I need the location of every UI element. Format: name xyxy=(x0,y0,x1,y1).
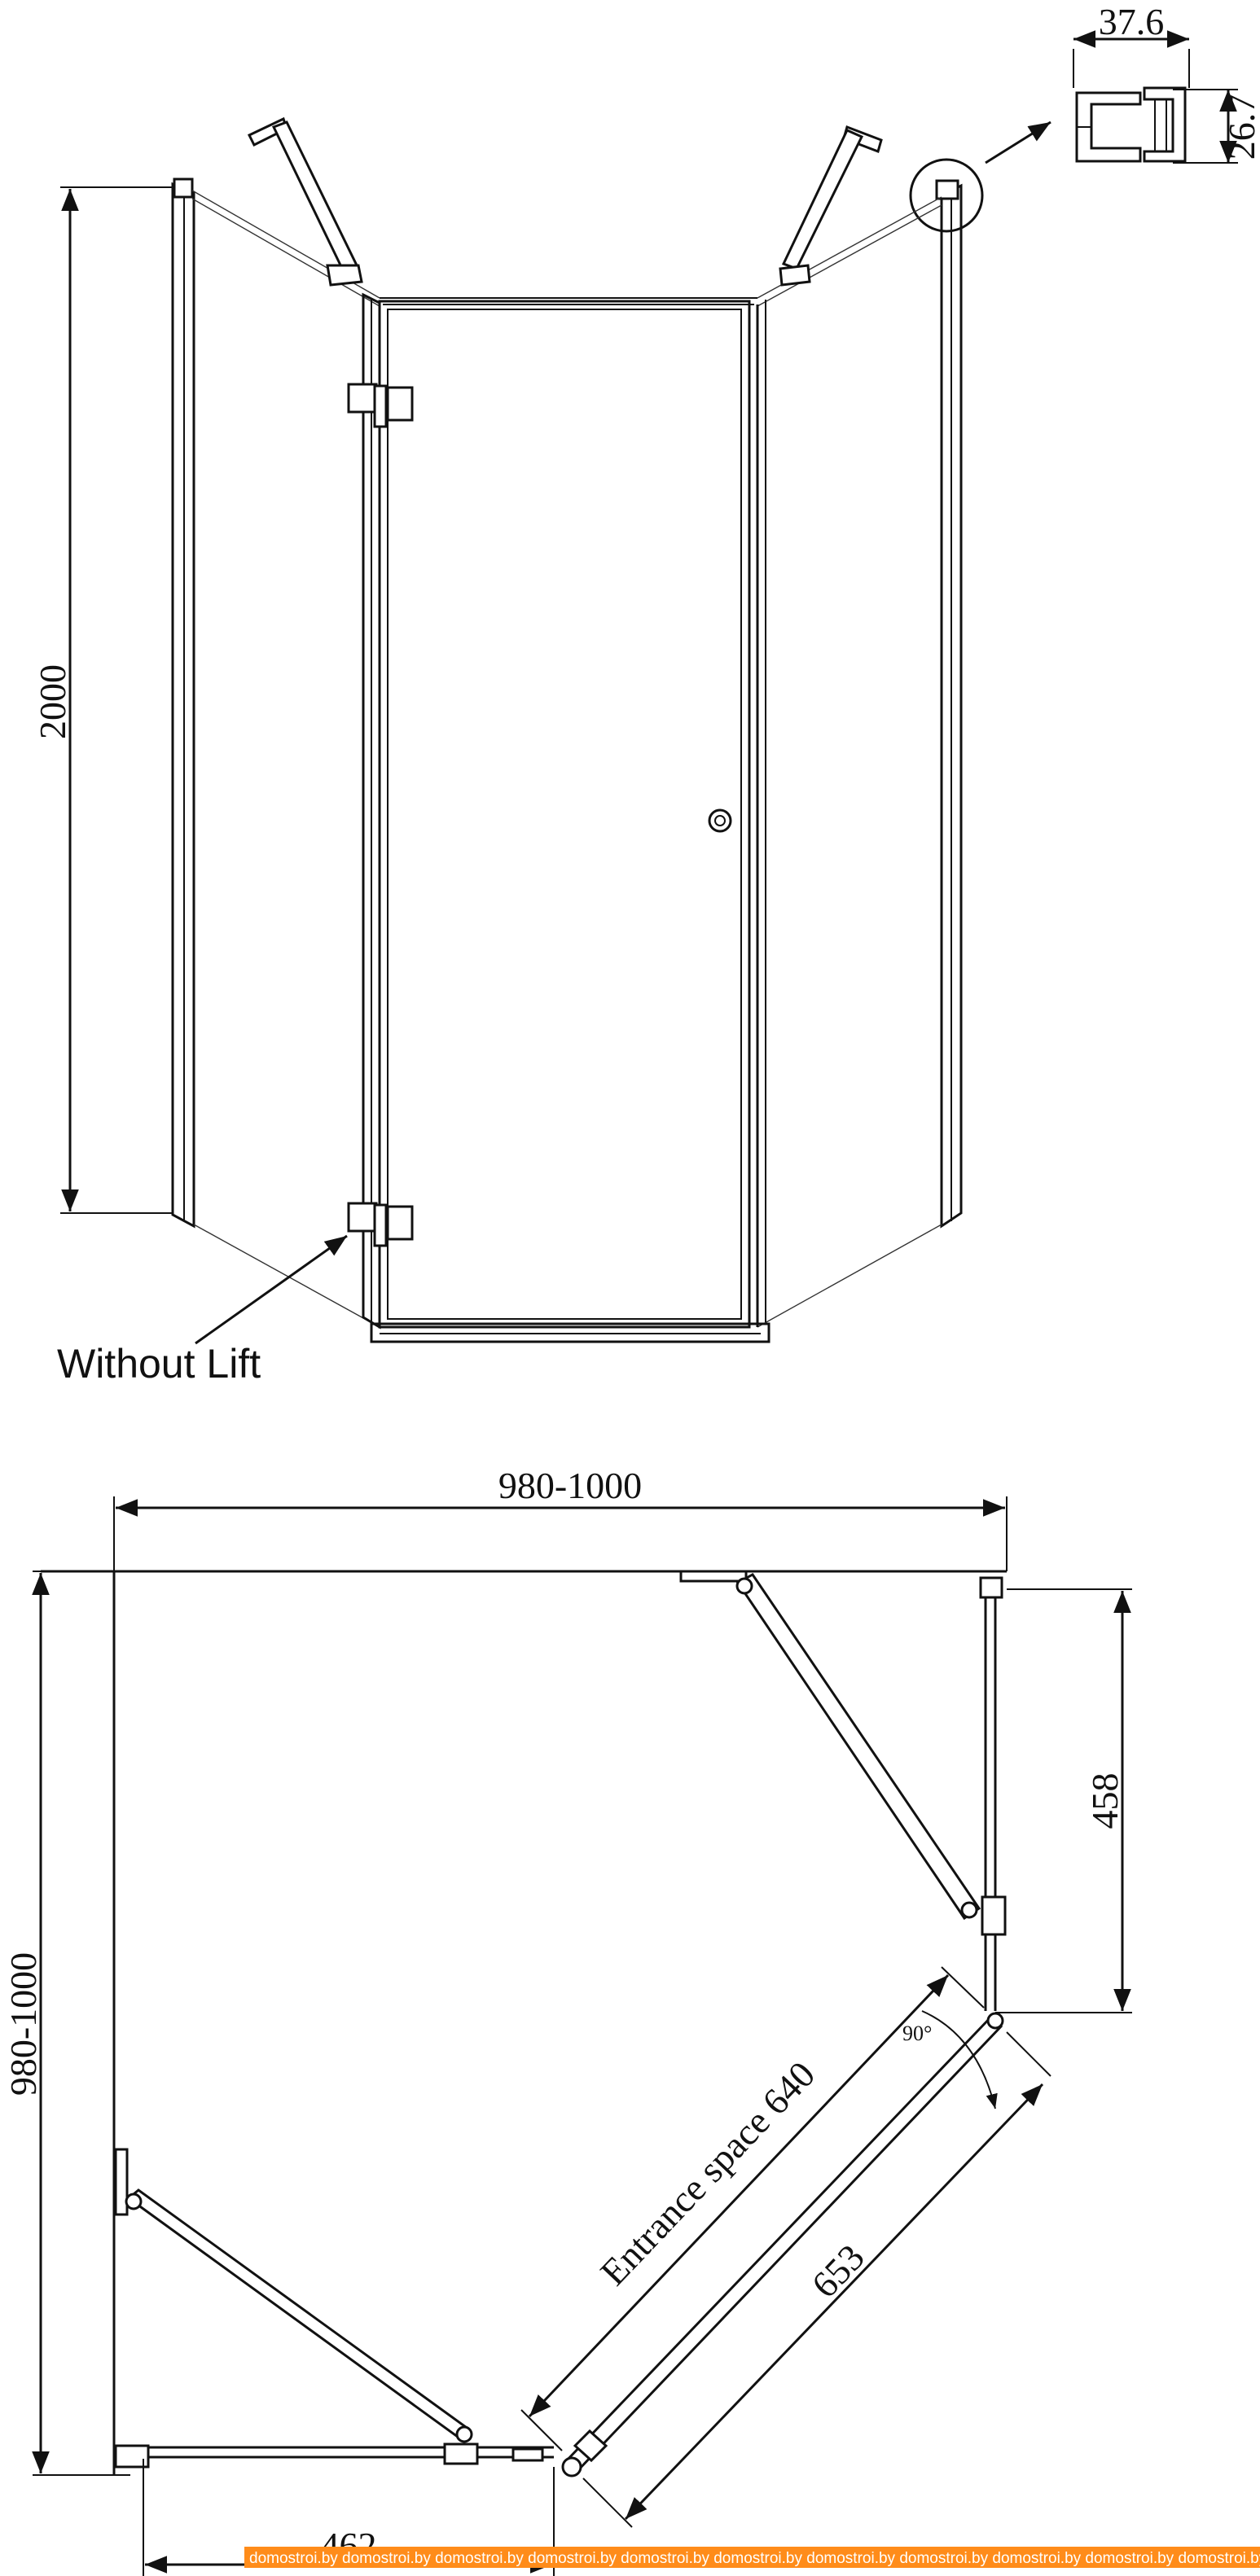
profile-detail: 37.6 26.7 xyxy=(985,1,1260,164)
right-support-arm xyxy=(779,125,883,287)
plan-side-label: 458 xyxy=(1084,1773,1126,1829)
without-lift-label: Without Lift xyxy=(57,1341,261,1387)
elevation-height-dimension: 2000 xyxy=(32,186,173,1214)
watermark-text: domostroi.by domostroi.by domostroi.by d… xyxy=(249,2550,1260,2567)
watermark-background xyxy=(244,2547,1260,2568)
elevation-view: 2000 xyxy=(32,116,984,1387)
profile-section xyxy=(1075,86,1187,163)
door-width-dimension: 653 xyxy=(582,2031,1051,2528)
plan-left-wall-bracket xyxy=(114,2148,473,2443)
plan-depth-dimension: 980-1000 xyxy=(2,1571,163,2476)
plan-view: 980-1000 980-1000 458 xyxy=(2,1465,1132,2576)
profile-width-label: 37.6 xyxy=(1099,1,1165,42)
top-hinge-icon xyxy=(347,383,414,428)
plan-right-panel xyxy=(979,1576,1007,2011)
left-fixed-panel xyxy=(171,177,195,1229)
watermark-strip: domostroi.by domostroi.by domostroi.by d… xyxy=(244,2547,1260,2568)
profile-height-label: 26.7 xyxy=(1221,94,1260,160)
right-fixed-panel xyxy=(935,179,963,1229)
left-narrow-panel xyxy=(362,292,381,1330)
door-knob-icon xyxy=(708,808,732,833)
plan-depth-label: 980-1000 xyxy=(2,1952,44,2096)
entrance-label: Entrance space 640 xyxy=(592,2053,823,2293)
angle-label: 90° xyxy=(902,2022,932,2045)
plan-side-dimension: 458 xyxy=(995,1588,1132,2013)
plan-width-dimension: 980-1000 xyxy=(113,1465,1008,1669)
door-panel xyxy=(370,300,770,1343)
plan-width-label: 980-1000 xyxy=(498,1465,642,1506)
plan-top-support-bar xyxy=(679,1570,981,1921)
profile-detail-callout-circle xyxy=(909,158,984,233)
swing-angle-arc: 90° xyxy=(902,2010,998,2109)
bottom-hinge-icon xyxy=(347,1202,414,1247)
left-support-arm xyxy=(247,116,363,287)
elevation-height-label: 2000 xyxy=(32,664,73,739)
plan-bottom-panel xyxy=(114,2442,554,2469)
door-width-label: 653 xyxy=(804,2236,872,2306)
